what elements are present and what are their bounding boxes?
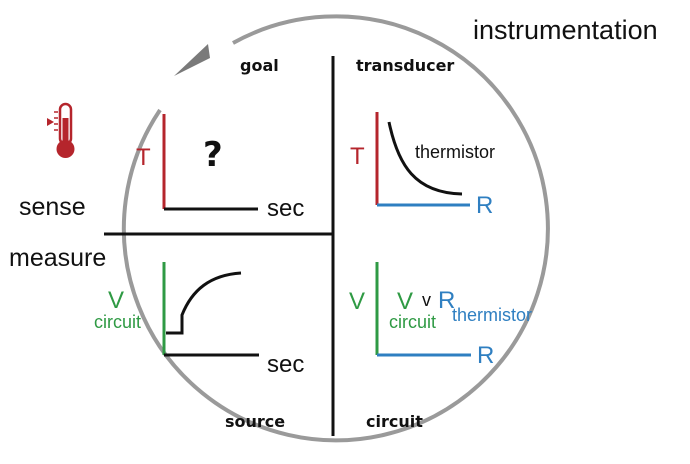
thermometer-icon bbox=[47, 102, 75, 158]
relation-vs: v bbox=[422, 290, 431, 310]
sense-label: sense bbox=[19, 193, 86, 221]
transducer-x-label: R bbox=[476, 192, 494, 219]
cycle-circle bbox=[121, 14, 550, 443]
circuit-y-label: V bbox=[349, 288, 366, 315]
relation-r: R bbox=[438, 287, 456, 314]
source-y-sublabel: circuit bbox=[94, 312, 142, 332]
title: instrumentation bbox=[473, 15, 658, 45]
relation-v-sub: circuit bbox=[389, 312, 437, 332]
relation-r-sub: thermistor bbox=[452, 305, 533, 325]
transducer-y-label: T bbox=[350, 143, 365, 170]
source-x-label: sec bbox=[267, 351, 305, 378]
thermistor-curve bbox=[387, 121, 463, 196]
source-label: source bbox=[225, 412, 286, 431]
goal-label: goal bbox=[240, 56, 279, 75]
measure-label: measure bbox=[9, 244, 107, 272]
source-y-label: V bbox=[108, 287, 125, 314]
cycle-arrow-icon bbox=[174, 44, 210, 76]
circuit-label: circuit bbox=[366, 412, 423, 431]
source-charging-curve bbox=[166, 271, 242, 335]
circuit-x-label: R bbox=[477, 342, 495, 369]
goal-unknown: ? bbox=[203, 135, 223, 175]
goal-x-label: sec bbox=[267, 195, 305, 222]
relation-v: V bbox=[397, 288, 414, 315]
thermistor-label: thermistor bbox=[415, 142, 496, 162]
goal-y-label: T bbox=[136, 144, 151, 171]
transducer-label: transducer bbox=[356, 56, 455, 75]
